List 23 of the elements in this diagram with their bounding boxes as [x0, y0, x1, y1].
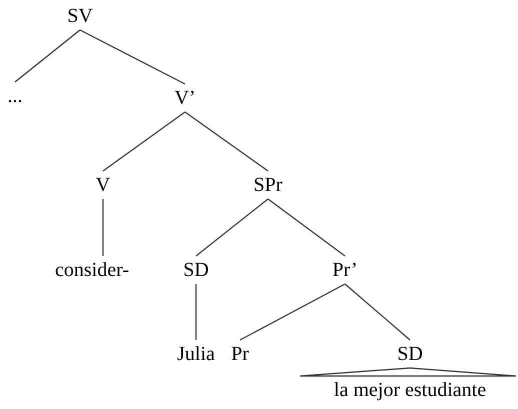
tree-node-label: la mejor estudiante: [334, 378, 486, 402]
tree-node-label: consider-: [55, 258, 129, 282]
branch-line: [14, 30, 80, 82]
tree-node-label: SV: [67, 4, 93, 28]
tree-node-label: SD: [183, 258, 209, 282]
branch-line: [195, 284, 197, 340]
tree-node-label: Pr’: [332, 258, 358, 282]
tree-node-label: SPr: [254, 173, 282, 197]
tree-node-label: ...: [8, 84, 22, 108]
branch-line: [102, 112, 186, 172]
tree-node-label: V: [96, 173, 110, 197]
tree-node-label: SD: [397, 342, 423, 366]
branch-line: [184, 112, 268, 172]
tree-node-label: V’: [174, 86, 196, 110]
branch-line: [196, 198, 268, 256]
branch-line: [268, 198, 346, 256]
tree-node-label: Pr: [231, 342, 249, 366]
tree-node-label: Julia: [177, 342, 215, 366]
branch-line: [102, 199, 104, 256]
triangle-branch: [299, 367, 517, 377]
branch-line: [344, 284, 410, 340]
branch-line: [80, 29, 186, 85]
branch-line: [240, 283, 346, 341]
